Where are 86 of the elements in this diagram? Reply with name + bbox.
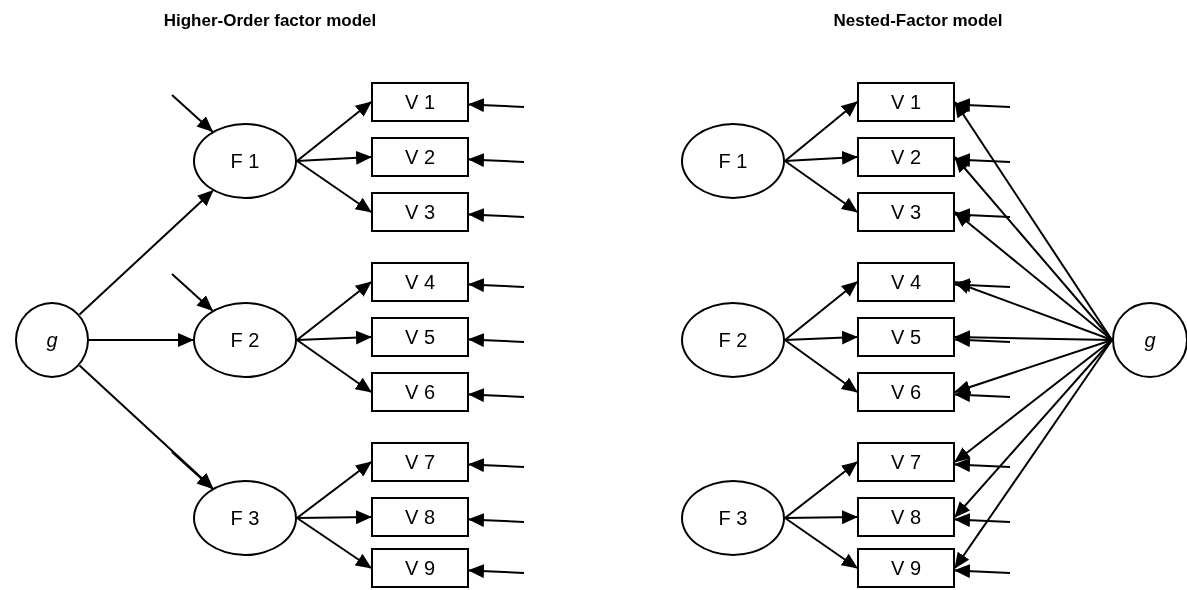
node-label: F 3 [718, 506, 748, 530]
arrow [954, 564, 1011, 579]
variable-box [857, 317, 955, 357]
arrow [784, 150, 858, 165]
arrow [296, 160, 372, 213]
arrow [171, 273, 214, 312]
arrow [468, 278, 525, 293]
variable-box [371, 137, 469, 177]
node-label: V 3 [405, 200, 435, 224]
panel-title: Higher-Order factor model [163, 11, 377, 31]
node-label: V 8 [891, 505, 921, 529]
node-label: V 8 [405, 505, 435, 529]
variable-box [371, 497, 469, 537]
variable-box [371, 442, 469, 482]
arrow [954, 278, 1011, 293]
node-label: g [1144, 328, 1156, 352]
arrow [296, 101, 372, 162]
arrow [954, 153, 1011, 168]
arrow [468, 98, 525, 113]
variable-box [857, 497, 955, 537]
arrow [171, 94, 214, 133]
node-label: V 7 [405, 450, 435, 474]
node-label: V 6 [891, 380, 921, 404]
node-label: F 2 [718, 328, 748, 352]
variable-box [371, 82, 469, 122]
arrow [468, 458, 525, 473]
variable-box [857, 442, 955, 482]
node-label: V 9 [891, 556, 921, 580]
node-label: g [46, 328, 58, 352]
variable-box [371, 372, 469, 412]
node-label: V 3 [891, 200, 921, 224]
arrow [954, 458, 1011, 473]
node-label: V 9 [405, 556, 435, 580]
arrow [784, 339, 858, 393]
node-label: V 1 [405, 90, 435, 114]
arrow [468, 153, 525, 168]
arrow [954, 98, 1011, 113]
node-label: F 1 [718, 149, 748, 173]
arrow [88, 333, 194, 347]
arrow [954, 388, 1011, 403]
variable-box [857, 137, 955, 177]
variable-box [371, 262, 469, 302]
arrow [784, 101, 858, 162]
arrow [468, 513, 525, 528]
variable-box [371, 317, 469, 357]
variable-box [857, 192, 955, 232]
variable-box [857, 372, 955, 412]
variable-box [857, 82, 955, 122]
arrow [468, 564, 525, 579]
arrow [171, 451, 214, 490]
arrow [468, 208, 525, 223]
node-label: V 4 [891, 270, 921, 294]
arrow [784, 510, 858, 525]
node-label: F 3 [230, 506, 260, 530]
node-label: V 1 [891, 90, 921, 114]
variable-box [371, 192, 469, 232]
arrow [296, 461, 372, 519]
node-label: V 2 [405, 145, 435, 169]
arrow [296, 150, 372, 165]
arrow [784, 330, 858, 345]
variable-box [857, 262, 955, 302]
node-label: V 4 [405, 270, 435, 294]
node-label: F 1 [230, 149, 260, 173]
panel-title: Nested-Factor model [833, 11, 1003, 31]
arrow [784, 160, 858, 213]
arrow [784, 461, 858, 519]
node-label: V 6 [405, 380, 435, 404]
arrow [784, 517, 858, 569]
arrow [468, 333, 525, 348]
arrow [954, 513, 1011, 528]
node-label: V 7 [891, 450, 921, 474]
arrow [784, 281, 858, 341]
node-label: F 2 [230, 328, 260, 352]
node-label: V 5 [405, 325, 435, 349]
variable-box [371, 548, 469, 588]
arrow [296, 330, 372, 345]
arrow [954, 339, 1113, 569]
variable-box [857, 548, 955, 588]
arrow [296, 339, 372, 393]
arrow [296, 281, 372, 341]
arrow [296, 510, 372, 525]
arrow [296, 517, 372, 569]
arrow [78, 189, 214, 316]
arrow [468, 388, 525, 403]
node-label: V 5 [891, 325, 921, 349]
node-label: V 2 [891, 145, 921, 169]
